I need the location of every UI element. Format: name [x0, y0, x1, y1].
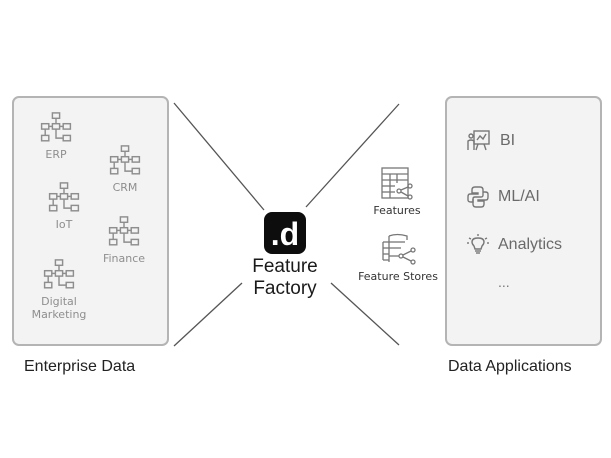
enterprise-data-panel [12, 96, 169, 346]
presentation-chart-icon [467, 130, 490, 151]
feature-factory-title-line2: Factory [253, 278, 317, 299]
feature-factory-title: Feature Factory [235, 256, 335, 300]
data-applications-caption: Data Applications [448, 358, 572, 375]
python-icon [467, 186, 489, 208]
output-label: Features [373, 204, 421, 217]
app-label: Analytics [498, 236, 563, 253]
output-label: Feature Stores [358, 270, 438, 283]
source-label: IoT [55, 218, 73, 231]
org-chart-icon [107, 145, 143, 181]
source-iot: IoT [42, 182, 86, 231]
connector-line-top-right [305, 103, 400, 208]
logo-glyph: .d [270, 216, 300, 252]
source-label: Finance [102, 252, 146, 265]
source-label: CRM [112, 181, 138, 194]
lightbulb-icon [467, 234, 489, 254]
org-chart-icon [38, 112, 74, 148]
app-more-ellipsis: ... [498, 274, 510, 290]
source-digital-marketing: Digital Marketing [24, 259, 94, 321]
org-chart-icon [41, 259, 77, 295]
org-chart-icon [46, 182, 82, 218]
source-label: ERP [45, 148, 67, 161]
source-erp: ERP [34, 112, 78, 161]
source-crm: CRM [100, 145, 150, 194]
app-item-bi: BI [466, 128, 515, 154]
app-label: ML/AI [498, 188, 540, 205]
app-item-analytics: Analytics [466, 233, 562, 257]
feature-table-icon [381, 167, 413, 200]
connector-line-bottom-left [173, 282, 243, 347]
enterprise-data-caption: Enterprise Data [24, 358, 136, 375]
connector-line-bottom-right [330, 282, 400, 346]
org-chart-icon [106, 216, 142, 252]
output-features: Features [362, 166, 432, 217]
source-finance: Finance [96, 216, 152, 265]
output-feature-stores: Feature Stores [348, 232, 448, 283]
feature-factory-logo: .d [264, 212, 306, 254]
feature-store-icon [382, 233, 416, 265]
app-label: BI [500, 132, 516, 149]
connector-line-top-left [173, 102, 265, 211]
app-item-ml-ai: ML/AI [466, 185, 540, 209]
source-label: Digital Marketing [31, 295, 87, 321]
feature-factory-title-line1: Feature [252, 256, 318, 277]
